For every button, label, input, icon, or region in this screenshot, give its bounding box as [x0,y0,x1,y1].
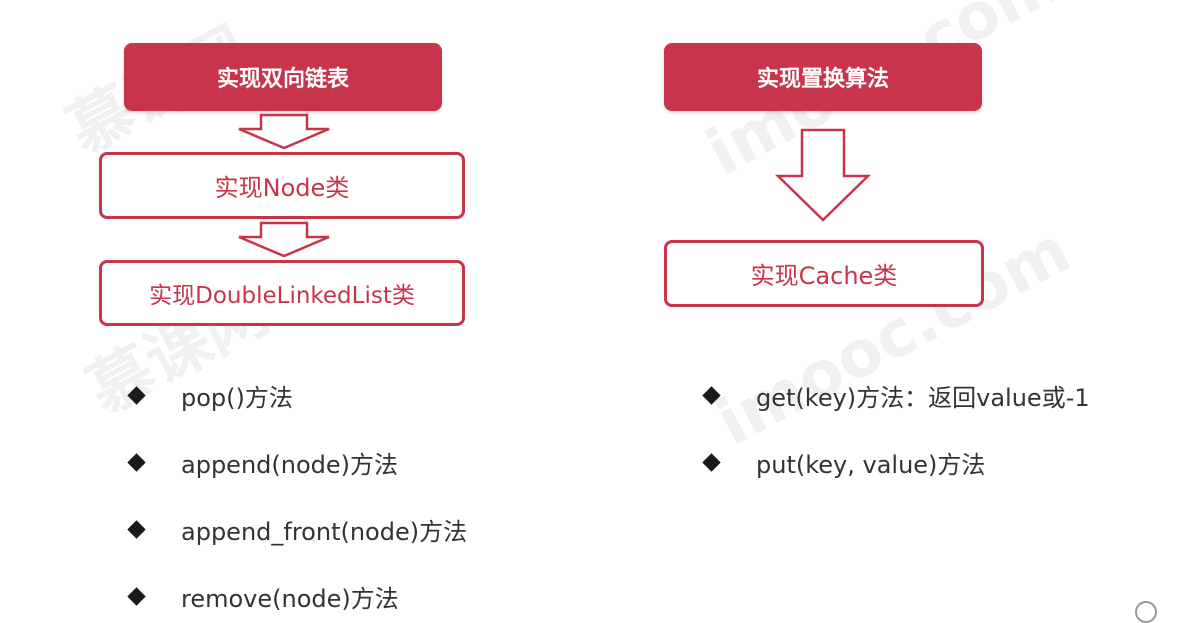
left-title-box: 实现双向链表 [124,43,442,111]
node-class-box: 实现Node类 [99,152,465,219]
double-linked-list-box: 实现DoubleLinkedList类 [99,260,465,326]
diamond-bullet-icon [127,453,146,472]
method-label: append(node)方法 [181,451,399,479]
down-arrow-icon [774,128,872,222]
right-title-box: 实现置换算法 [664,43,982,111]
right-title-label: 实现置换算法 [756,67,889,92]
down-arrow-icon [238,113,330,150]
diamond-bullet-icon [127,587,146,606]
list-item: append_front(node)方法 [126,512,467,547]
list-item: get(key)方法：返回value或-1 [701,378,1090,413]
list-item: pop()方法 [126,378,293,413]
diamond-bullet-icon [127,386,146,405]
left-title-label: 实现双向链表 [216,67,349,92]
node-class-label: 实现Node类 [214,174,350,202]
down-arrow-icon [238,221,330,258]
method-label: remove(node)方法 [181,585,399,613]
diamond-bullet-icon [702,386,721,405]
list-item: remove(node)方法 [126,579,399,614]
method-label: append_front(node)方法 [181,518,468,546]
corner-circle-icon [1135,601,1157,623]
cache-class-label: 实现Cache类 [750,262,898,290]
method-label: get(key)方法：返回value或-1 [756,384,1090,412]
method-label: put(key, value)方法 [756,451,986,479]
diamond-bullet-icon [702,453,721,472]
double-linked-list-label: 实现DoubleLinkedList类 [149,283,415,309]
list-item: append(node)方法 [126,445,398,480]
cache-class-box: 实现Cache类 [664,240,984,307]
list-item: put(key, value)方法 [701,445,985,480]
diamond-bullet-icon [127,520,146,539]
method-label: pop()方法 [181,384,293,412]
